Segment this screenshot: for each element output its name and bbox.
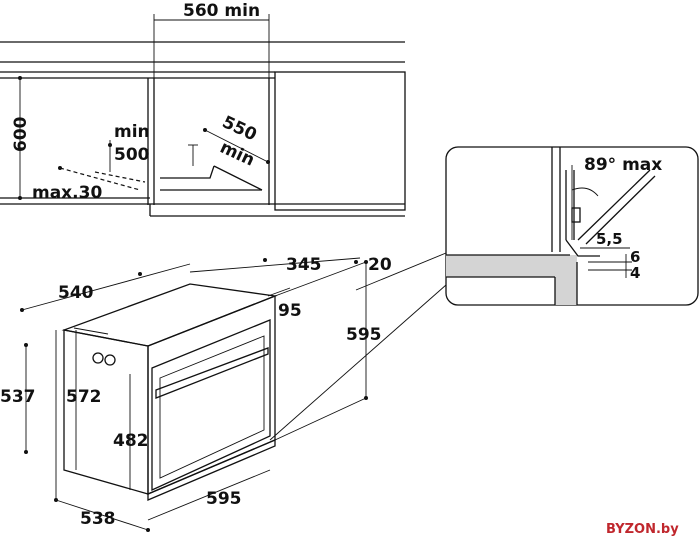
detail-6-label: 6 bbox=[630, 248, 640, 266]
min-500-label: 500 bbox=[114, 145, 150, 165]
watermark-text: BYZON.by bbox=[606, 522, 679, 537]
niche-height-label: 600 bbox=[11, 116, 31, 152]
max30-label: max.30 bbox=[32, 183, 102, 203]
depth-95-label: 95 bbox=[278, 301, 302, 321]
oven-depth-540-label: 540 bbox=[58, 283, 94, 303]
depth-345-label: 345 bbox=[286, 255, 322, 275]
detail-4-label: 4 bbox=[630, 264, 640, 282]
side-height-572-label: 572 bbox=[66, 387, 102, 407]
niche-drawing bbox=[0, 14, 406, 217]
front-height-595-label: 595 bbox=[346, 325, 382, 345]
side-height-537-label: 537 bbox=[0, 387, 36, 407]
min-label: min bbox=[114, 122, 150, 142]
detail-inset bbox=[269, 146, 699, 441]
bottom-depth-538-label: 538 bbox=[80, 509, 116, 529]
depth-20-label: 20 bbox=[368, 255, 392, 275]
detail-55-label: 5,5 bbox=[596, 230, 623, 248]
door-height-482-label: 482 bbox=[113, 431, 149, 451]
niche-width-label: 560 min bbox=[183, 1, 260, 21]
oven-drawing bbox=[20, 257, 368, 532]
angle-label: 89° max bbox=[584, 155, 662, 175]
bottom-width-595-label: 595 bbox=[206, 489, 242, 509]
